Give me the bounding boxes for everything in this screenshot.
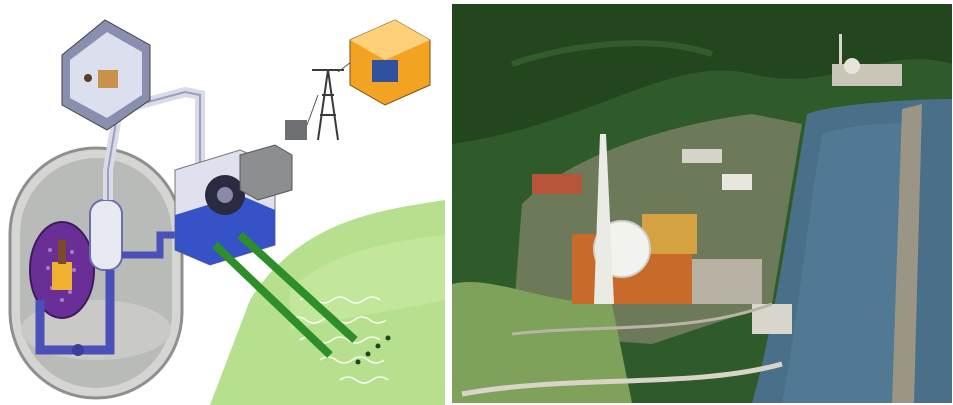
steam-line-outline <box>107 90 201 215</box>
steam-generator <box>89 199 123 271</box>
distant-dome <box>844 58 860 74</box>
cooling-inlet-pipe <box>212 242 333 358</box>
generator <box>239 144 293 201</box>
distant-stack <box>839 34 842 64</box>
plant-schematic-diagram <box>0 0 445 405</box>
site-road <box>511 302 773 336</box>
ventilation-stack <box>594 134 614 304</box>
control-rod <box>58 240 66 264</box>
breakwater <box>892 104 922 403</box>
operator-figure <box>84 74 92 82</box>
auxiliary-building <box>692 259 762 304</box>
control-desk <box>98 70 118 88</box>
small-building-1 <box>722 174 752 190</box>
lagoon-water <box>782 123 922 403</box>
transformer <box>285 120 307 140</box>
turbine-hub <box>217 187 233 203</box>
hill-ridge <box>452 4 952 144</box>
distant-plant <box>832 64 902 86</box>
aerial-photo <box>452 4 952 403</box>
reactor-dome-outline <box>593 220 651 278</box>
discharge-dots <box>355 335 391 365</box>
substation-equipment <box>372 60 398 82</box>
cooling-water-highlight <box>290 235 445 330</box>
transmission-tower <box>312 69 344 141</box>
small-building-2 <box>682 149 722 163</box>
coastal-road <box>461 361 783 397</box>
aerial-photo-svg <box>452 4 952 403</box>
lawn-area <box>452 281 632 403</box>
substation-roof <box>350 20 430 60</box>
reactor-core <box>52 262 72 290</box>
forest-texture <box>511 40 713 67</box>
reactor-annex <box>642 214 697 254</box>
red-building <box>532 174 582 194</box>
coolant-pump <box>72 344 84 356</box>
schematic-svg <box>8 19 445 405</box>
cooling-outlet-pipe <box>237 232 358 343</box>
